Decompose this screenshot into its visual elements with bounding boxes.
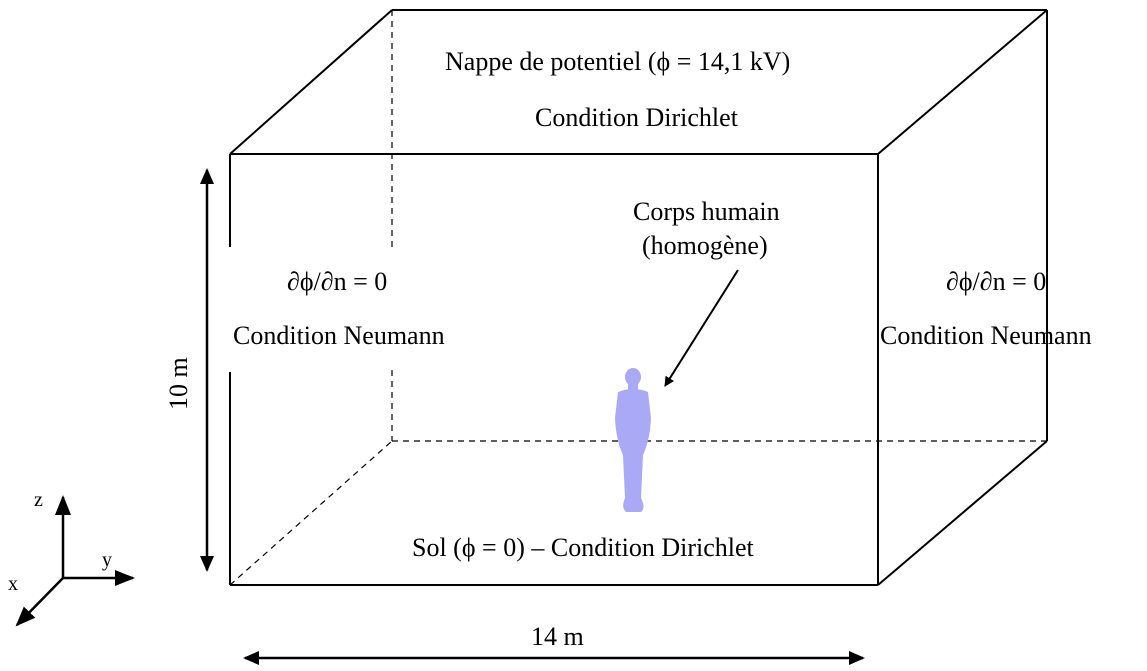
right-boundary-condition: Condition Neumann [880, 321, 1092, 350]
ground-boundary-label: Sol (ϕ = 0) – Condition Dirichlet [412, 533, 755, 562]
x-axis [15, 577, 64, 627]
top-right-diagonal-edge [877, 9, 1048, 155]
human-torso [615, 389, 651, 512]
top-left-diagonal-edge [229, 9, 393, 155]
x-axis-label: x [8, 573, 18, 595]
y-axis-label: y [102, 549, 112, 571]
body-pointer-arrow [664, 269, 739, 387]
human-head [625, 368, 641, 386]
human-body-figure [615, 368, 651, 512]
domain-box [229, 9, 1048, 586]
hidden-edges [229, 10, 1047, 586]
width-dimension-label: 14 m [531, 622, 584, 651]
human-body-label: Corps humain [633, 197, 780, 226]
right-boundary-equation: ∂ϕ/∂n = 0 [946, 267, 1046, 296]
top-boundary-condition: Condition Dirichlet [535, 103, 739, 132]
top-boundary-label: Nappe de potentiel (ϕ = 14,1 kV) [445, 47, 790, 76]
z-axis-label: z [34, 489, 43, 511]
left-boundary-equation: ∂ϕ/∂n = 0 [287, 267, 387, 296]
left-boundary-condition: Condition Neumann [233, 321, 445, 350]
height-dimension-label: 10 m [164, 357, 193, 410]
coordinate-axes: z y x [8, 489, 135, 627]
bottom-right-diagonal-edge [877, 440, 1048, 586]
human-body-sublabel: (homogène) [642, 231, 768, 260]
back-left-floor-edge [229, 440, 393, 586]
human-neck [628, 384, 638, 392]
